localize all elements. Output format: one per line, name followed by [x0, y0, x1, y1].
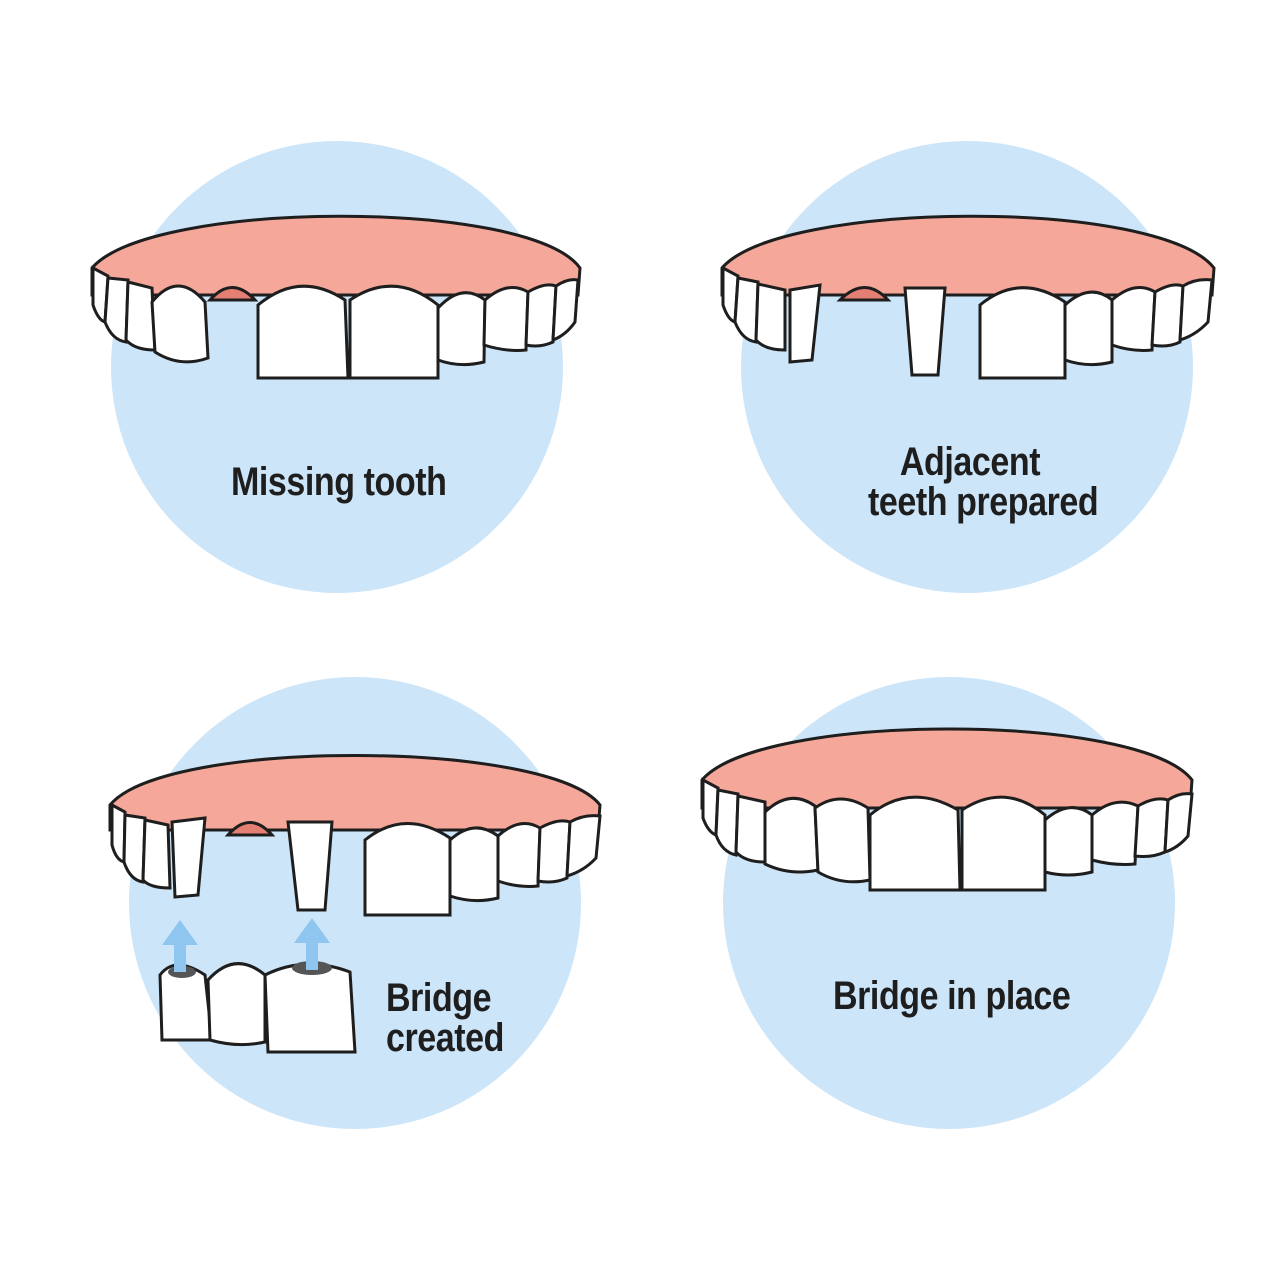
teeth-row — [110, 802, 602, 917]
canine-tooth — [150, 284, 210, 364]
caption-line: Bridge — [386, 976, 492, 1020]
prepared-abutment-right — [903, 286, 947, 377]
panel-bridge-created — [108, 677, 602, 1129]
gap-gum-shadow — [224, 821, 276, 837]
gum — [108, 754, 602, 832]
teeth-row — [721, 265, 1214, 380]
gum — [720, 214, 1216, 297]
gap-gum-shadow — [836, 286, 892, 302]
central-incisor-right — [978, 286, 1067, 380]
central-incisor-left — [868, 795, 962, 892]
central-incisor-right — [960, 795, 1047, 892]
caption-line: Missing tooth — [231, 460, 447, 504]
upward-arrows — [162, 918, 330, 972]
arrow-up-icon — [162, 920, 198, 972]
panel-teeth-prepared — [720, 141, 1216, 593]
caption-line: created — [386, 1016, 504, 1060]
caption-missing-tooth: Missing tooth — [231, 460, 447, 504]
background-circle — [741, 141, 1193, 593]
gum — [90, 214, 582, 297]
caption-line: teeth prepared — [868, 480, 1099, 524]
central-incisor-left — [256, 284, 350, 380]
crown-right — [263, 962, 357, 1054]
background-circle — [129, 677, 581, 1129]
gum — [700, 727, 1194, 810]
central-incisor-right — [348, 284, 440, 380]
prepared-abutment-left — [170, 816, 207, 899]
caption-bridge-in-place: Bridge in place — [833, 974, 1071, 1018]
bridge-crowns-icon — [158, 961, 357, 1054]
caption-adjacent-teeth-prepared: Adjacent teeth prepared — [868, 440, 1099, 524]
prepared-abutment-left — [788, 283, 822, 364]
caption-line: Adjacent — [899, 440, 1041, 484]
panel-bridge-in-place — [700, 677, 1194, 1129]
pontic-tooth — [206, 962, 267, 1047]
teeth-row — [91, 265, 580, 380]
arrow-up-icon — [294, 918, 330, 970]
prepared-abutment-right — [286, 820, 334, 912]
caption-bridge-created: Bridge created — [386, 978, 504, 1058]
teeth-row — [701, 777, 1194, 892]
caption-line: Bridge in place — [833, 974, 1071, 1018]
panel-missing-tooth — [90, 141, 582, 593]
central-incisor-right — [363, 822, 452, 917]
gap-gum-shadow — [206, 286, 259, 302]
